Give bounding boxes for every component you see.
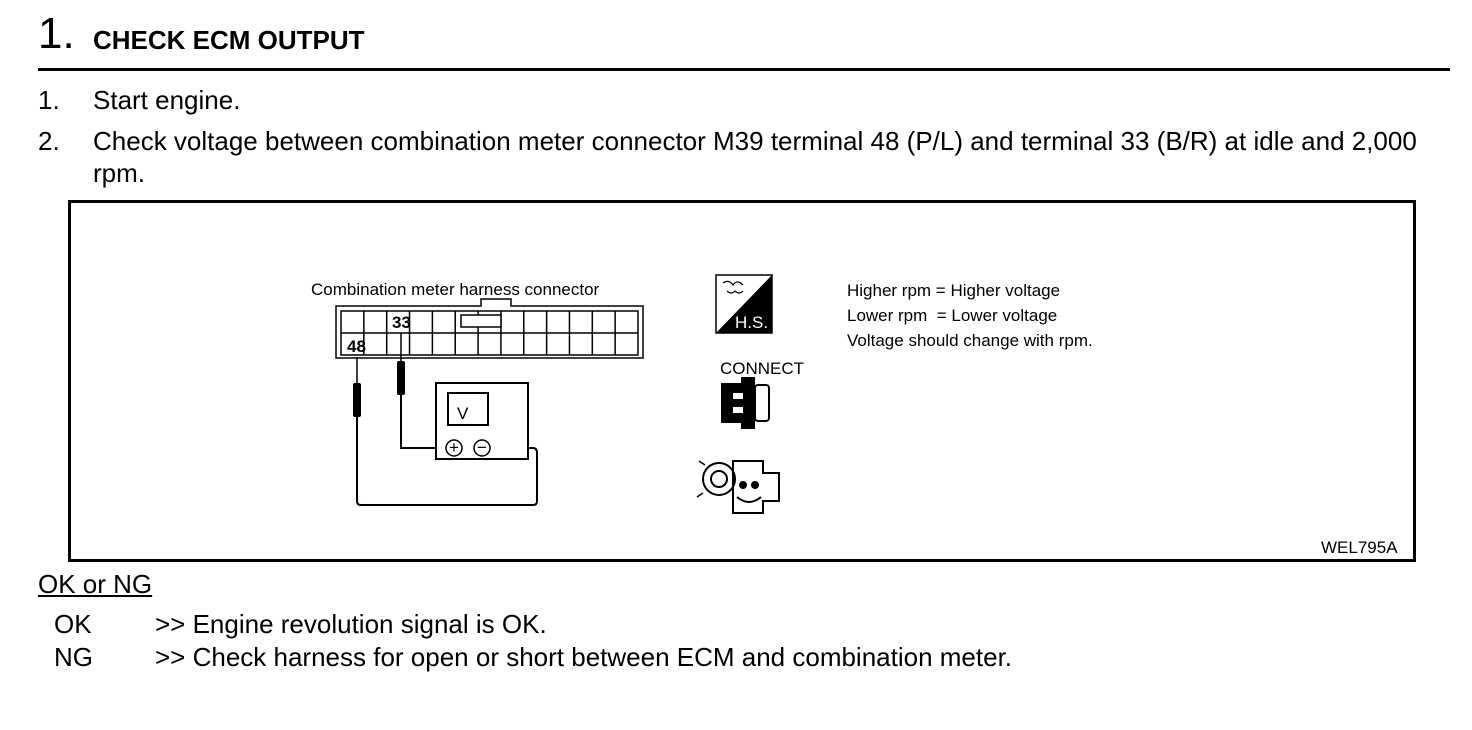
note-line-3: Voltage should change with rpm.: [847, 331, 1093, 350]
result-text: >> Engine revolution signal is OK.: [155, 609, 547, 639]
result-key: OK: [54, 609, 92, 639]
diagram-figure: Combination meter harness connector 33 4…: [68, 200, 1416, 562]
voltmeter-symbol: V: [457, 404, 469, 423]
voltmeter-minus: −: [477, 438, 487, 457]
voltmeter: [435, 382, 529, 460]
hs-badge-icon: [715, 274, 773, 334]
connect-plug-icon: [721, 377, 770, 429]
terminal-33-label: 33: [392, 313, 411, 332]
hs-badge-label: H.S.: [735, 313, 768, 332]
result-text: >> Check harness for open or short betwe…: [155, 642, 1013, 672]
figure-id: WEL795A: [1321, 538, 1398, 557]
title-divider: [38, 68, 1450, 71]
probe-terminal-33: [397, 333, 436, 449]
step-title: CHECK ECM OUTPUT: [93, 25, 365, 55]
result-key: NG: [54, 642, 93, 672]
instruction-text: Start engine.: [93, 85, 241, 115]
instruction-text: Check voltage between combination meter …: [93, 126, 1417, 188]
probe-terminal-48: [353, 357, 538, 506]
harness-connector: [335, 298, 644, 359]
result-heading: OK or NG: [38, 569, 153, 599]
step-number: 1.: [38, 9, 75, 58]
instruction-2: 2. Check voltage between combination met…: [0, 125, 1472, 189]
instruction-number: 1.: [38, 85, 60, 115]
engine-running-icon: [696, 460, 780, 514]
result-row-ng: NG >> Check harness for open or short be…: [0, 641, 1472, 673]
voltmeter-plus: +: [449, 438, 459, 457]
note-line-1: Higher rpm = Higher voltage: [847, 281, 1060, 300]
note-line-2: Lower rpm = Lower voltage: [847, 306, 1057, 325]
instruction-number: 2.: [38, 126, 60, 156]
instruction-1: 1. Start engine.: [0, 84, 1472, 116]
result-row-ok: OK >> Engine revolution signal is OK.: [0, 608, 1472, 640]
connect-label: CONNECT: [720, 359, 804, 378]
connector-label: Combination meter harness connector: [311, 280, 600, 299]
terminal-48-label: 48: [347, 337, 366, 356]
